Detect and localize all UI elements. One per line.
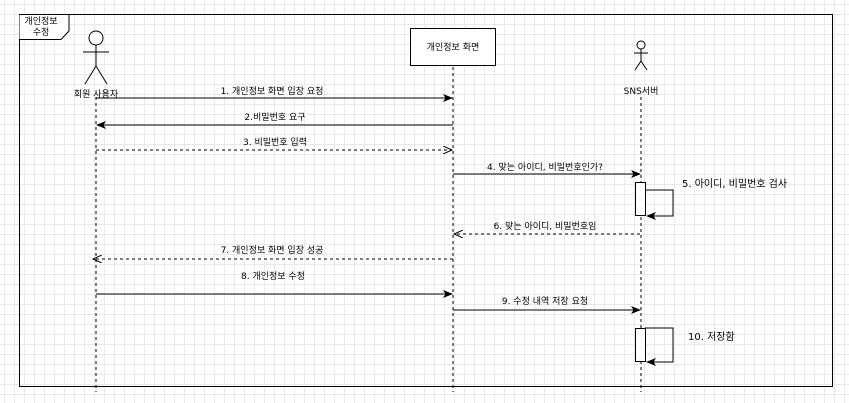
message-label-2: 2.비밀번호 요구 (244, 111, 305, 123)
activation-bar-10 (635, 328, 646, 362)
message-arrow-10 (645, 327, 674, 366)
message-arrow-5 (645, 189, 674, 220)
actor-user-label: 회원 사용자 (74, 89, 119, 100)
participant-screen: 개인정보 화면 (410, 28, 496, 66)
sequence-frame: 개인정보 수정 (19, 14, 833, 387)
message-label-6: 6. 맞는 아이디, 비밀번호임 (494, 220, 597, 232)
actor-user: 회원 사용자 (74, 30, 119, 100)
message-label-4: 4. 맞는 아이디, 비밀번호인가? (487, 161, 603, 173)
message-label-7: 7. 개인정보 화면 입장 성공 (221, 244, 324, 256)
participant-screen-label: 개인정보 화면 (427, 42, 480, 53)
stick-figure-icon (634, 40, 648, 71)
activation-bar-5 (635, 182, 646, 216)
message-label-10: 10. 저장함 (688, 331, 735, 343)
message-label-3: 3. 비밀번호 입력 (243, 136, 307, 148)
message-label-8: 8. 개인정보 수정 (241, 271, 305, 282)
stick-figure-icon (83, 30, 109, 85)
actor-sns-label: SNS서버 (624, 86, 659, 97)
message-label-5: 5. 아이디, 비밀번호 검사 (682, 178, 787, 190)
frame-title-tab (19, 14, 70, 40)
actor-sns: SNS서버 (624, 40, 659, 97)
message-label-9: 9. 수정 내역 저장 요청 (502, 296, 588, 307)
message-label-1: 1. 개인정보 화면 입장 요청 (221, 85, 324, 97)
frame-title-line2: 수정 (33, 27, 50, 38)
frame-title-line1: 개인정보 (24, 16, 57, 27)
